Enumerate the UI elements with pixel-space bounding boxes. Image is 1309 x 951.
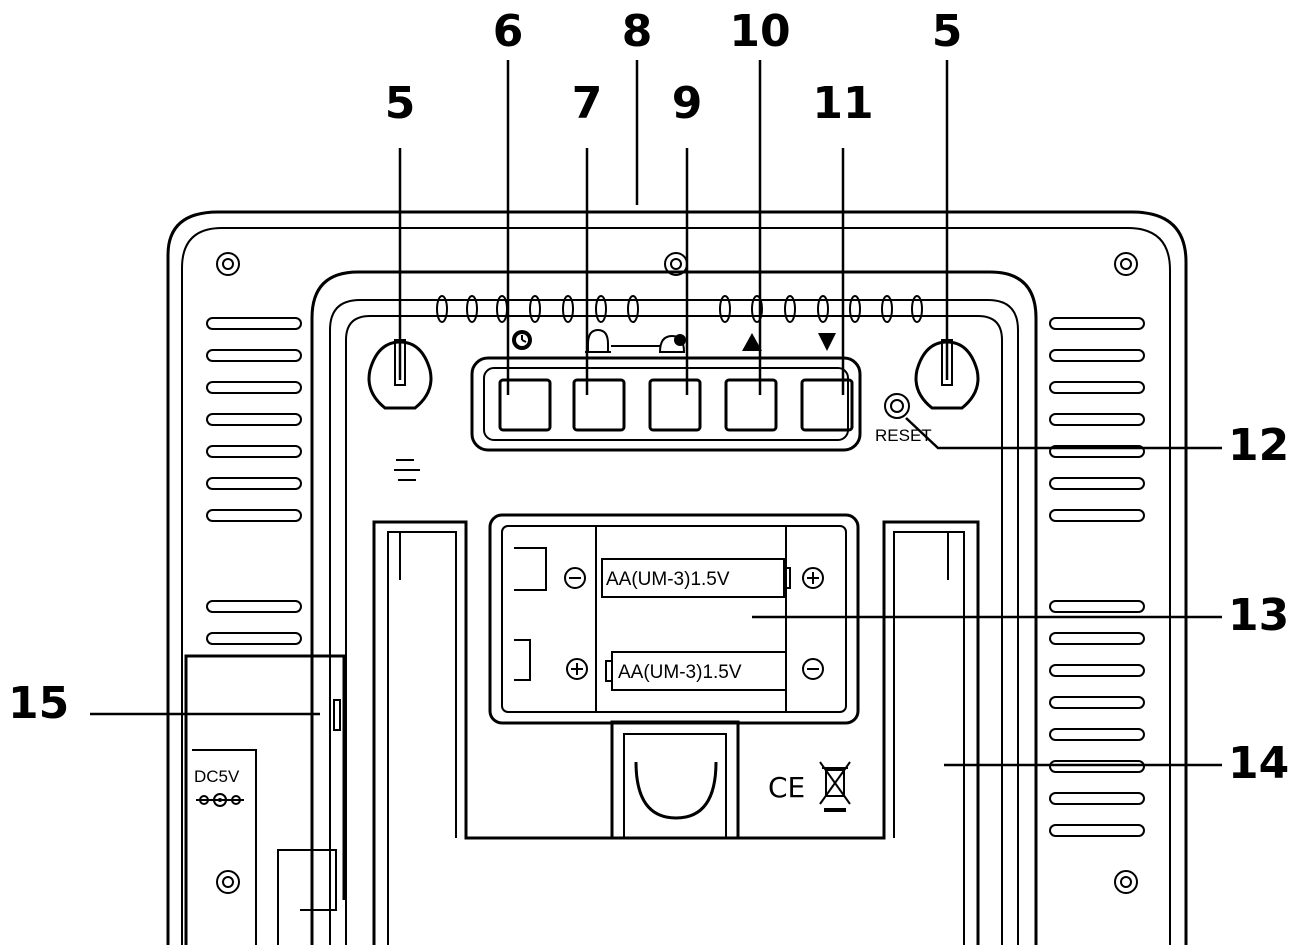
vent-slot (1049, 413, 1145, 426)
vent-slots-right (1049, 317, 1145, 837)
callout-down-button: 11 (812, 78, 873, 129)
battery-compartment (488, 513, 860, 725)
top-slot (627, 295, 639, 323)
dc-input-label: DC5V (194, 767, 240, 786)
up-button[interactable] (724, 378, 778, 432)
screw-bottom-right (1114, 870, 1138, 894)
top-slot (881, 295, 893, 323)
minus-icon (802, 658, 824, 680)
button-panel (470, 356, 862, 452)
vent-slot (206, 317, 302, 330)
top-slot (817, 295, 829, 323)
top-slot (719, 295, 731, 323)
callout-dc-socket: 15 (8, 678, 69, 729)
top-slot (849, 295, 861, 323)
minus-icon (564, 567, 586, 589)
vent-slot (1049, 317, 1145, 330)
vent-slot (206, 600, 302, 613)
callout-up-button: 10 (729, 6, 790, 57)
snooze-button[interactable] (648, 378, 702, 432)
vent-slot (206, 632, 302, 645)
screw-top-left (216, 252, 240, 276)
stand (372, 520, 980, 945)
bell-icon (585, 328, 611, 353)
vent-slot (206, 477, 302, 490)
top-slot (466, 295, 478, 323)
dc-socket-cover (184, 654, 346, 945)
top-slot (784, 295, 796, 323)
callout-hook-right: 5 (932, 6, 963, 57)
screw-top-right (1114, 252, 1138, 276)
vent-slot (1049, 600, 1145, 613)
callout-reset: 12 (1228, 420, 1289, 471)
vent-slot (206, 509, 302, 522)
top-slot (595, 295, 607, 323)
battery-top-label: AA(UM-3)1.5V (606, 569, 730, 590)
snooze-icon (658, 334, 686, 353)
plus-icon (566, 658, 588, 680)
vent-slot (206, 445, 302, 458)
vent-slots-left-lower (206, 600, 302, 645)
ce-mark: CE (768, 771, 805, 804)
callout-alarm-button: 7 (572, 78, 603, 129)
polarity-icon (196, 793, 244, 807)
top-slot (751, 295, 763, 323)
top-vent-slots (436, 295, 923, 323)
callout-stand: 14 (1228, 738, 1289, 789)
inner-panel (310, 270, 1038, 945)
down-triangle-icon (818, 333, 836, 351)
vent-slot (1049, 760, 1145, 773)
vent-slot (1049, 349, 1145, 362)
vent-slot (1049, 477, 1145, 490)
callout-battery-compartment: 13 (1228, 590, 1289, 641)
vent-slot (1049, 664, 1145, 677)
vent-slot (206, 349, 302, 362)
vent-slot (206, 381, 302, 394)
leader-lines (90, 60, 1222, 767)
callout-sensor: 8 (622, 6, 653, 57)
reset-label: RESET (875, 426, 932, 445)
crossed-bin-icon (819, 761, 851, 812)
vent-slot (1049, 792, 1145, 805)
reset-button[interactable] (884, 393, 910, 419)
thermo-symbol (394, 459, 420, 481)
top-slot (529, 295, 541, 323)
vent-slot (1049, 728, 1145, 741)
vent-slots-left-upper (206, 317, 302, 522)
callout-snooze-button: 9 (672, 78, 703, 129)
vent-slot (1049, 824, 1145, 837)
vent-slot (1049, 632, 1145, 645)
clock-icon (512, 330, 532, 350)
top-slot (436, 295, 448, 323)
plus-icon (802, 567, 824, 589)
battery-bottom (605, 651, 787, 691)
down-button[interactable] (800, 378, 854, 432)
vent-slot (1049, 696, 1145, 709)
top-slot (562, 295, 574, 323)
clock-button[interactable] (498, 378, 552, 432)
alarm-button[interactable] (572, 378, 626, 432)
up-triangle-icon (742, 333, 762, 351)
battery-latch (610, 720, 740, 838)
vent-slot (206, 413, 302, 426)
vent-slot (1049, 445, 1145, 458)
vent-slot (1049, 509, 1145, 522)
callout-hook-left: 5 (385, 78, 416, 129)
top-slot (911, 295, 923, 323)
vent-slot (1049, 381, 1145, 394)
battery-top (601, 558, 791, 598)
battery-bottom-label: AA(UM-3)1.5V (618, 662, 742, 683)
callout-clock-button: 6 (493, 6, 524, 57)
device-housing (166, 210, 1188, 945)
screw-bottom-left (216, 870, 240, 894)
